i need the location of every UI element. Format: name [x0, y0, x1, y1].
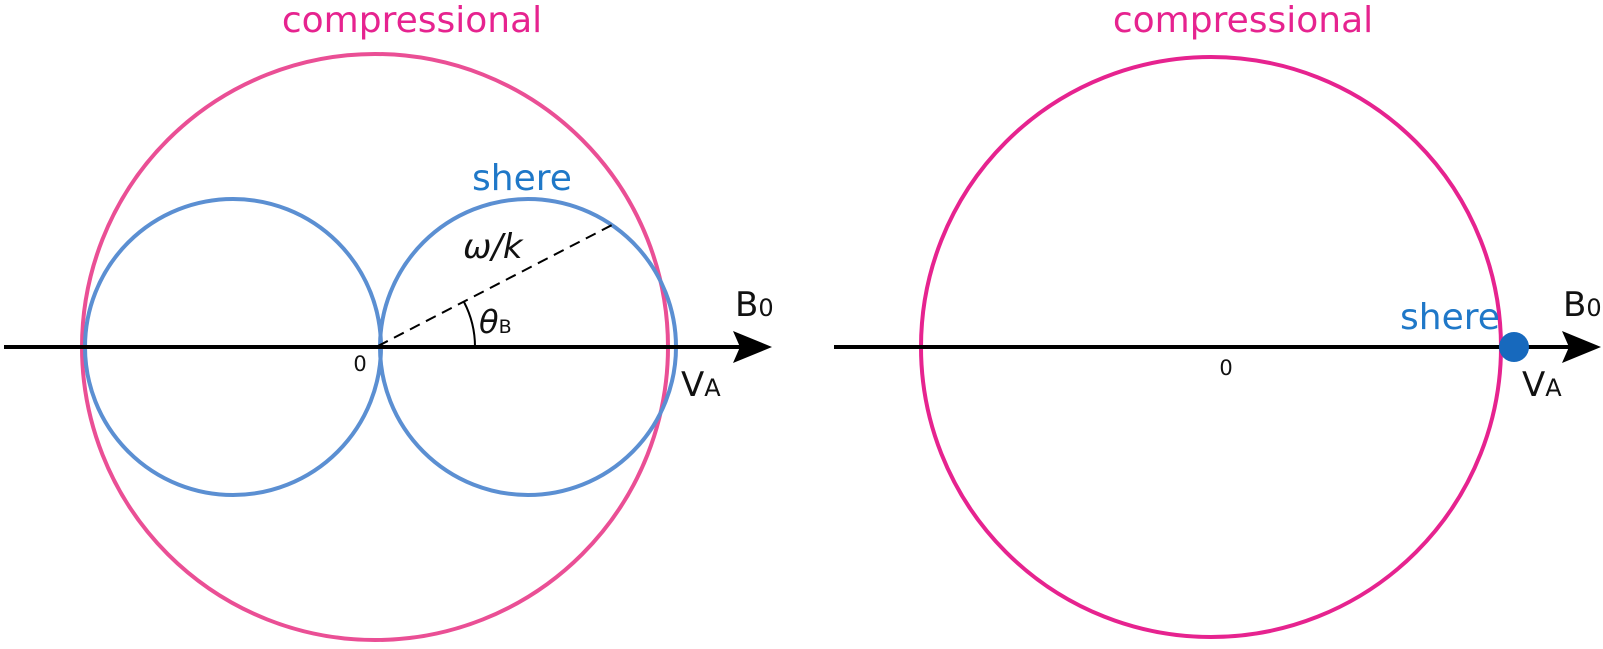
left-field-subscript: 0: [758, 294, 773, 322]
right-shear-dot: [1499, 332, 1529, 362]
left-origin-label: 0: [353, 352, 366, 376]
left-angle-arc: [463, 301, 477, 348]
right-shear-label: shere: [1400, 297, 1500, 338]
left-field-arrowhead: [733, 331, 772, 363]
right-compressional-label: compressional: [1113, 0, 1373, 41]
right-origin-label: 0: [1219, 356, 1232, 380]
right-field-label: B0: [1563, 285, 1602, 325]
left-field-label: B0: [735, 285, 774, 325]
left-phase-speed-label: ω/k: [463, 227, 524, 267]
right-field-subscript: 0: [1586, 294, 1601, 322]
left-angle-subscript: B: [499, 316, 512, 338]
left-field-symbol: B: [735, 285, 758, 325]
right-alfven-subscript: A: [1545, 374, 1562, 402]
right-panel: compressional shere B0 VA 0: [834, 0, 1602, 639]
right-field-symbol: B: [1563, 285, 1586, 325]
right-alfven-label: VA: [1522, 365, 1562, 405]
left-panel: compressional shere ω/k θB B0 VA 0: [4, 0, 774, 642]
right-alfven-symbol: V: [1522, 365, 1545, 405]
left-phase-speed-line: [377, 224, 613, 347]
right-field-arrowhead: [1562, 331, 1601, 363]
left-alfven-symbol: V: [681, 365, 704, 405]
left-compressional-label: compressional: [282, 0, 542, 41]
left-alfven-subscript: A: [704, 374, 721, 402]
left-shear-label: shere: [472, 158, 572, 199]
left-angle-symbol: θ: [479, 303, 499, 341]
left-angle-label: θB: [479, 303, 512, 341]
left-alfven-label: VA: [681, 365, 721, 405]
